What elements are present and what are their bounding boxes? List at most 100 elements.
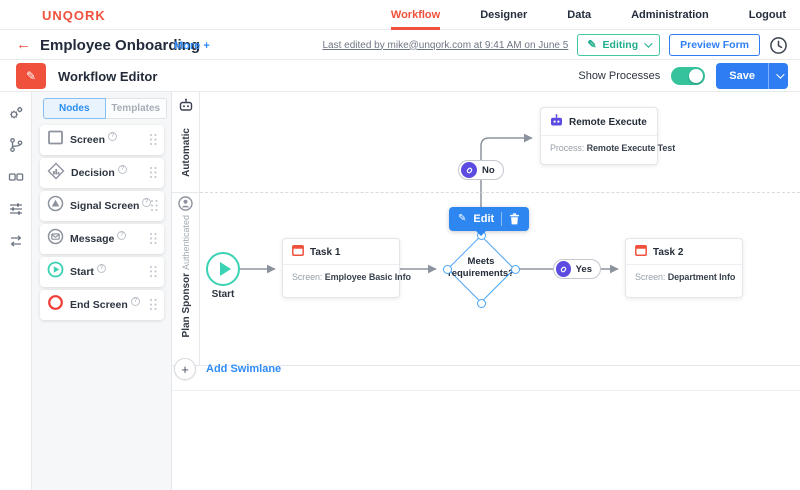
drag-handle-icon[interactable] <box>150 200 157 212</box>
palette-node-screen[interactable]: Screen ? <box>40 125 164 155</box>
save-button[interactable]: Save <box>716 63 768 89</box>
remote-execute-robot-icon <box>550 114 563 130</box>
breadcrumb-bar: ← Employee Onboarding More + Last edited… <box>0 30 800 60</box>
start-node[interactable] <box>206 252 240 286</box>
help-icon[interactable]: ? <box>130 296 140 306</box>
play-icon <box>219 262 231 276</box>
more-link[interactable]: More + <box>174 40 210 52</box>
task1-title: Task 1 <box>310 246 341 258</box>
add-swimlane-row-border <box>172 390 800 391</box>
help-icon[interactable]: ? <box>96 263 106 273</box>
editor-toolbar: ✎ Workflow Editor Show Processes Save <box>0 60 800 92</box>
add-swimlane-label: Add Swimlane <box>206 363 282 375</box>
palette-node-label: Screen <box>70 134 106 146</box>
lane-divider-dashed <box>200 192 800 193</box>
connection-handle-left[interactable] <box>442 264 452 274</box>
show-processes-label: Show Processes <box>578 70 661 82</box>
nav-item-data[interactable]: Data <box>567 9 592 21</box>
settings-gears-icon[interactable] <box>8 105 24 121</box>
start-node-icon <box>47 261 64 283</box>
nav-item-designer[interactable]: Designer <box>480 9 528 21</box>
palette-node-signal-screen[interactable]: Signal Screen ? <box>40 191 164 221</box>
help-icon[interactable]: ? <box>117 164 127 174</box>
start-node-label: Start <box>211 289 235 300</box>
palette-node-end-screen[interactable]: End Screen ? <box>40 290 164 320</box>
connection-handle-right[interactable] <box>510 264 520 274</box>
lane-divider <box>172 192 200 193</box>
nav-item-logout[interactable]: Logout <box>748 9 786 21</box>
palette-node-label: Start <box>70 266 94 278</box>
edge-pill-no[interactable]: No <box>458 160 504 180</box>
drag-handle-icon[interactable] <box>150 233 157 245</box>
delete-node-button[interactable] <box>509 213 520 225</box>
chevron-down-icon <box>775 70 785 79</box>
editor-toolbar-actions: Show Processes Save <box>578 60 788 92</box>
plus-icon: + <box>174 358 196 380</box>
help-icon[interactable]: ? <box>108 131 118 141</box>
screen-task-icon <box>635 245 647 259</box>
palette-node-start[interactable]: Start ? <box>40 257 164 287</box>
task1-field-value: Employee Basic Info <box>324 272 411 282</box>
node-edit-toolbar: ✎ Edit <box>449 207 530 231</box>
swimlane-label-automatic[interactable]: Automatic <box>172 116 200 188</box>
swimlane-name: Plan Sponsor <box>180 272 192 338</box>
remote-execute-field-label: Process: <box>550 143 585 153</box>
drag-handle-icon[interactable] <box>150 266 157 278</box>
editing-button-label: Editing <box>602 39 639 51</box>
decision-node-label: Meets requirements? <box>448 256 514 280</box>
swimlane-label-plan-sponsor[interactable]: Plan Sponsor <box>172 272 200 338</box>
workflow-editor-icon: ✎ <box>16 63 46 89</box>
show-processes-toggle[interactable] <box>671 67 706 85</box>
swap-arrows-icon[interactable] <box>8 233 24 249</box>
palette-node-label: Message <box>70 233 115 245</box>
left-tool-strip <box>0 92 32 490</box>
palette-node-decision[interactable]: Decision ? <box>40 158 164 188</box>
panel-tabs: Nodes Templates <box>43 98 167 119</box>
nav-item-administration[interactable]: Administration <box>631 9 709 21</box>
modules-icon[interactable] <box>8 169 24 185</box>
edge-label: Yes <box>575 263 592 275</box>
preview-form-button[interactable]: Preview Form <box>669 34 760 56</box>
task2-field-label: Screen: <box>635 272 666 282</box>
remote-execute-node[interactable]: Remote Execute Process: Remote Execute T… <box>540 107 675 165</box>
help-icon[interactable]: ? <box>142 197 151 207</box>
help-icon[interactable]: ? <box>117 230 127 240</box>
edge-pill-yes[interactable]: Yes <box>553 259 601 279</box>
editor-title: Workflow Editor <box>58 69 158 84</box>
signal-screen-node-icon <box>47 195 64 217</box>
chevron-down-icon <box>644 39 653 48</box>
drag-handle-icon[interactable] <box>150 299 157 311</box>
palette-node-label: End Screen <box>70 299 128 311</box>
main-nav: Workflow Designer Data Administration Lo… <box>390 0 786 30</box>
history-clock-icon[interactable] <box>769 36 788 55</box>
preview-button-label: Preview Form <box>680 39 749 51</box>
link-icon <box>461 162 477 178</box>
connection-handle-bottom[interactable] <box>476 298 486 308</box>
toolbar-pointer <box>475 230 487 236</box>
save-dropdown-button[interactable] <box>768 63 788 89</box>
toggle-knob <box>689 69 704 83</box>
screen-node-icon <box>47 129 64 151</box>
sliders-icon[interactable] <box>8 201 24 217</box>
add-swimlane-button[interactable]: + Add Swimlane <box>174 358 281 380</box>
editing-mode-button[interactable]: ✎ Editing <box>577 34 661 56</box>
back-arrow-icon[interactable]: ← <box>16 36 31 53</box>
swimlane-type-authenticated: Authenticated <box>172 214 200 272</box>
link-icon <box>556 261 571 277</box>
task1-node[interactable]: Task 1 Screen: Employee Basic Info <box>282 238 411 298</box>
edit-node-button[interactable]: Edit <box>473 213 495 225</box>
tab-nodes[interactable]: Nodes <box>43 98 106 119</box>
tab-templates[interactable]: Templates <box>105 98 167 119</box>
breadcrumb-actions: Last edited by mike@unqork.com at 9:41 A… <box>322 30 788 60</box>
branch-icon[interactable] <box>8 137 24 153</box>
user-icon <box>178 196 193 216</box>
drag-handle-icon[interactable] <box>150 134 157 146</box>
last-edited-text[interactable]: Last edited by mike@unqork.com at 9:41 A… <box>322 39 569 51</box>
palette-node-message[interactable]: Message ? <box>40 224 164 254</box>
nav-item-workflow[interactable]: Workflow <box>390 0 441 30</box>
decision-node-icon <box>47 162 65 185</box>
workflow-canvas[interactable]: Automatic Authenticated Plan Sponsor Sta… <box>172 92 800 490</box>
task2-node[interactable]: Task 2 Screen: Department Info <box>625 238 743 298</box>
drag-handle-icon[interactable] <box>150 167 157 179</box>
